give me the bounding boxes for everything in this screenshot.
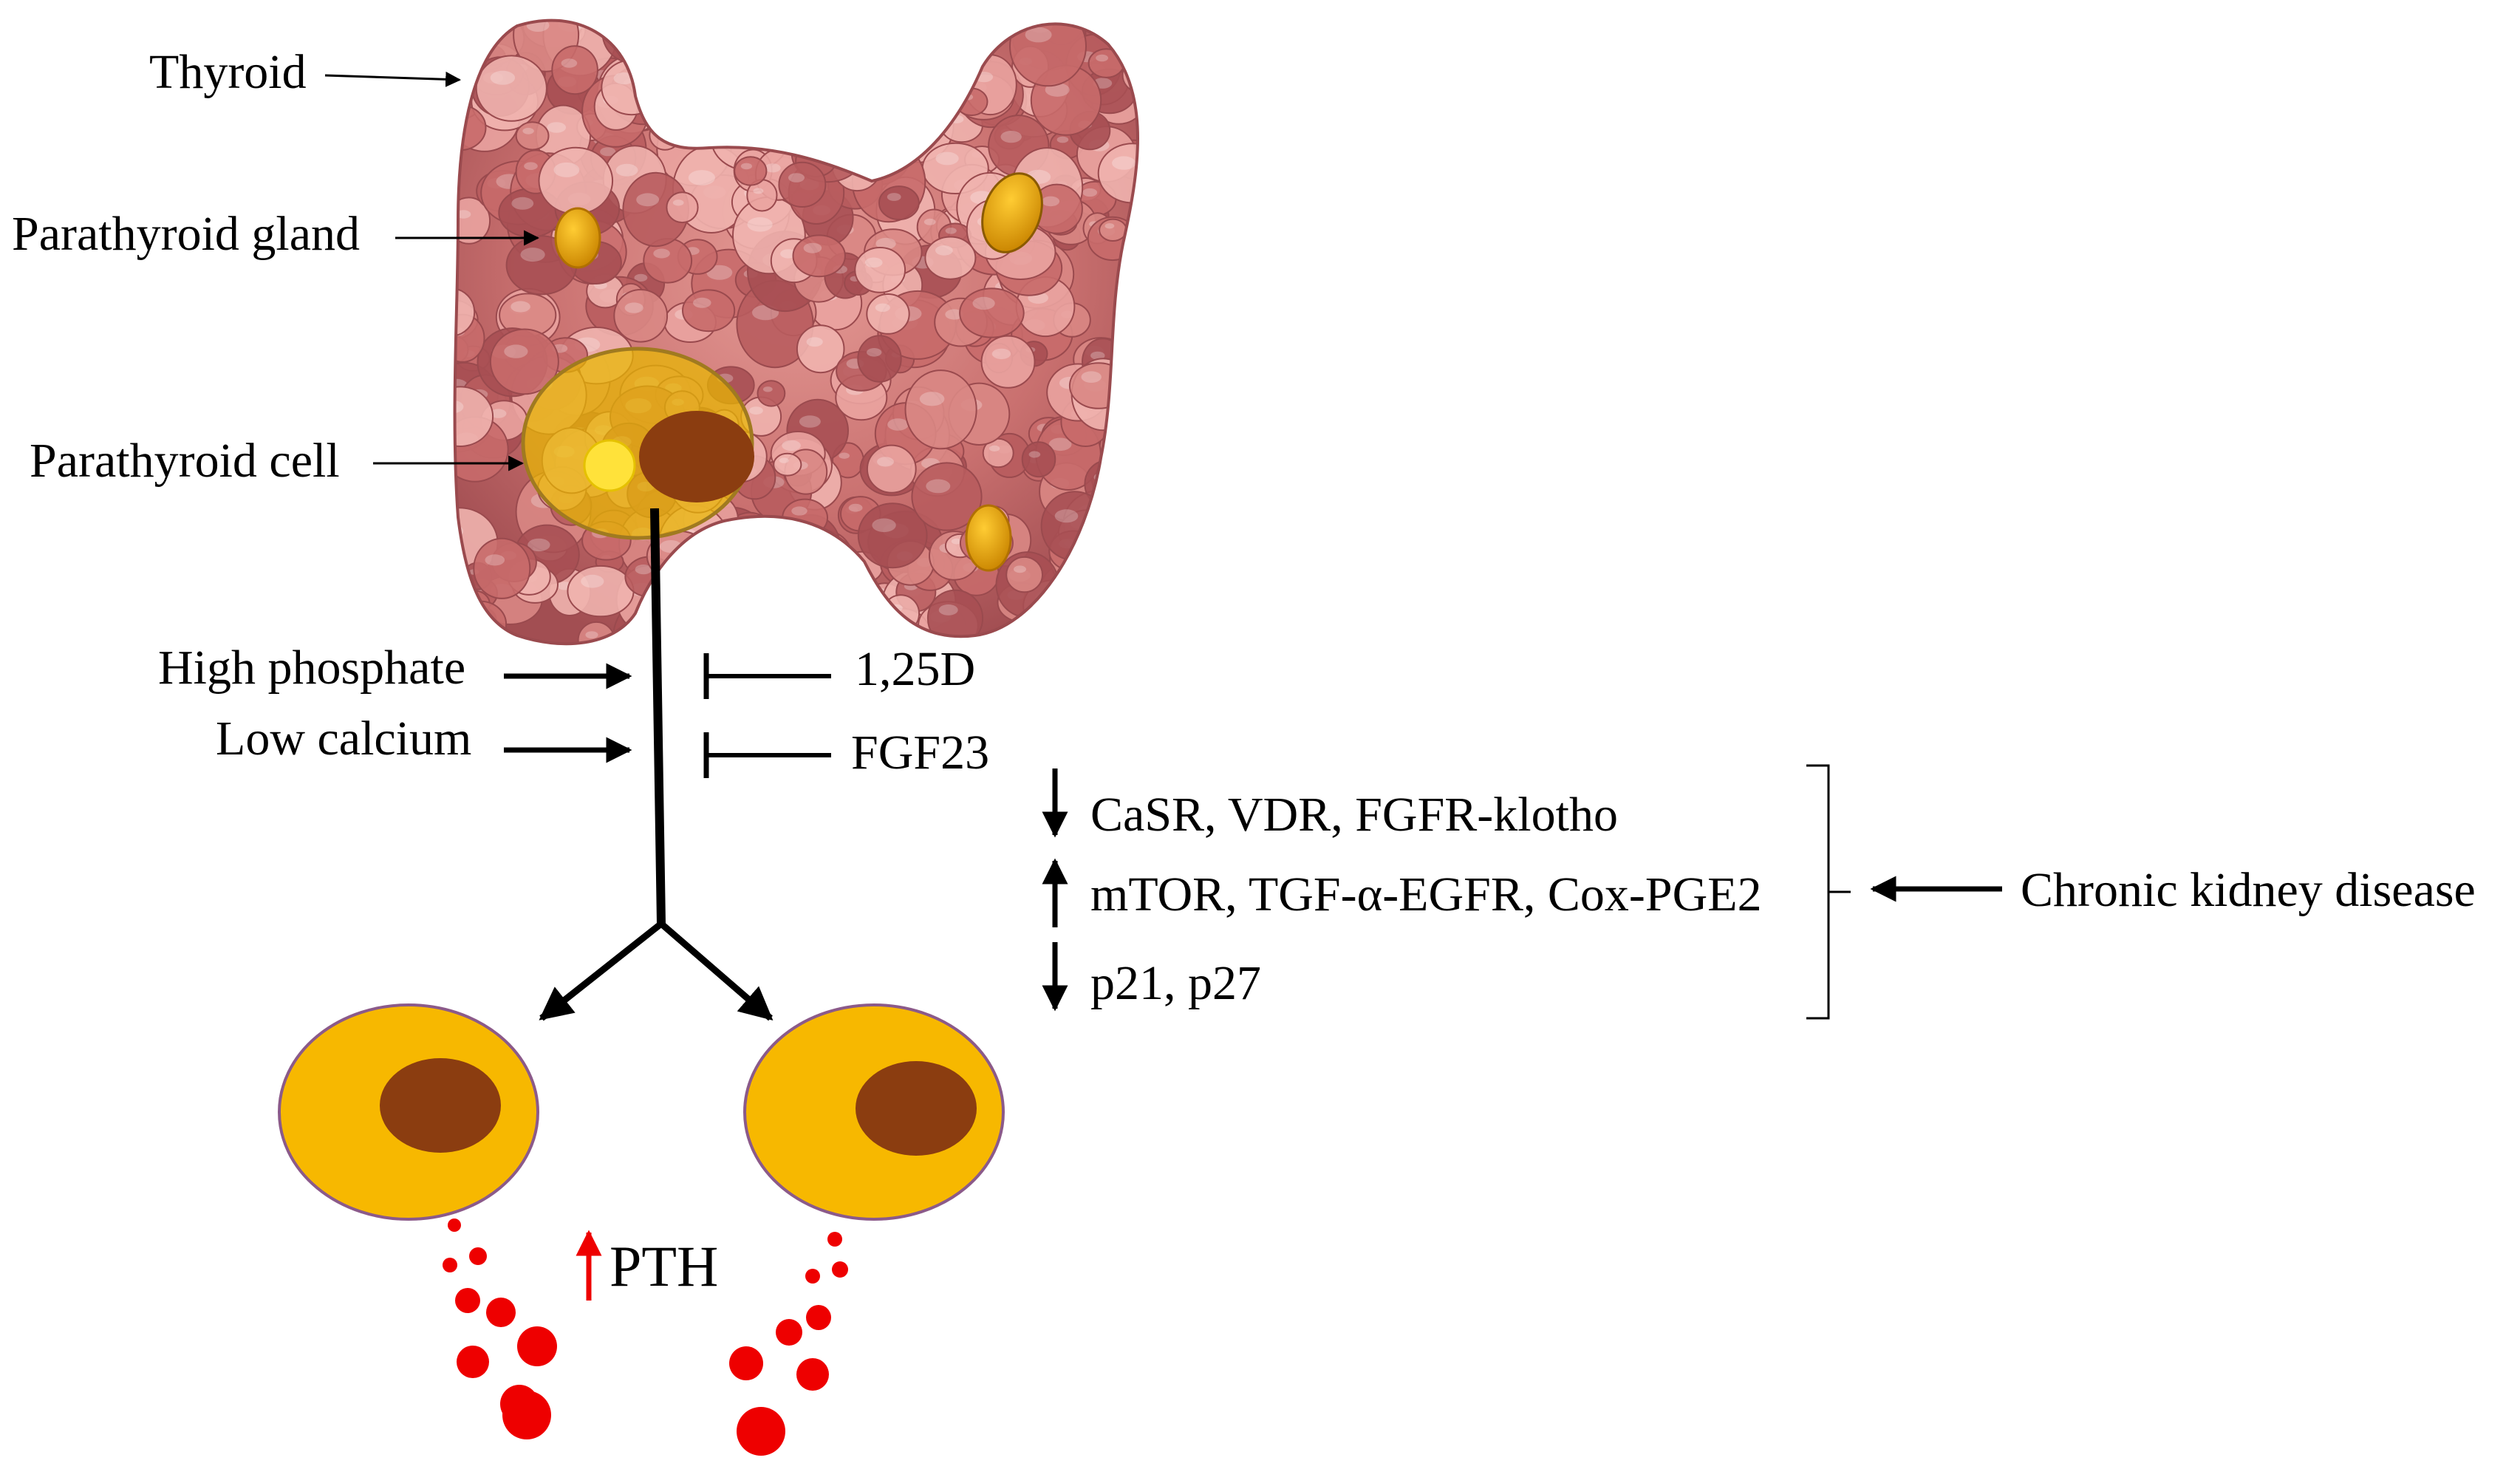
vitd-label: 1,25D [855,642,975,696]
ckd-bracket [1806,764,1851,1020]
pth-label: PTH [609,1234,718,1298]
parathyroid-cell-right [743,1003,1005,1221]
thyroid-lobules [454,20,1138,644]
vitd-inhibitor [703,653,831,699]
parathyroid-cell-label: Parathyroid cell [30,434,340,488]
low-calcium-label: Low calcium [216,712,471,766]
pathway-branch-left [539,921,663,1021]
ckd-downregulated-cell-cycle: p21, p27 [1090,956,1261,1010]
pathway-line [650,508,666,924]
pth-droplets-right [729,1232,848,1456]
ckd-downregulated-receptors: CaSR, VDR, FGFR-klotho [1090,788,1618,842]
pathway-branch-right [659,921,774,1021]
high-phosphate-label: High phosphate [158,641,465,695]
parathyroid-gland-lower-right [965,504,1012,572]
fgf23-label: FGF23 [851,726,989,780]
parathyroid-cell-highlight [521,347,754,540]
ckd-label: Chronic kidney disease [2021,863,2476,917]
parathyroid-gland-upper-left [554,207,601,269]
parathyroid-gland-upper-right [981,172,1043,253]
thyroid-pointer [324,71,462,87]
nucleus [639,411,754,502]
parathyroid-cell-left [278,1003,539,1221]
nucleus [856,1061,977,1156]
parathyroid-gland-label: Parathyroid gland [12,207,360,261]
fgf23-inhibitor [703,732,831,778]
thyroid-label: Thyroid [149,45,307,99]
nucleus [380,1058,501,1153]
thyroid-gland [453,18,1139,646]
pth-droplets-left [443,1219,557,1439]
ckd-upregulated-pathways: mTOR, TGF-α-EGFR, Cox-PGE2 [1090,868,1762,921]
